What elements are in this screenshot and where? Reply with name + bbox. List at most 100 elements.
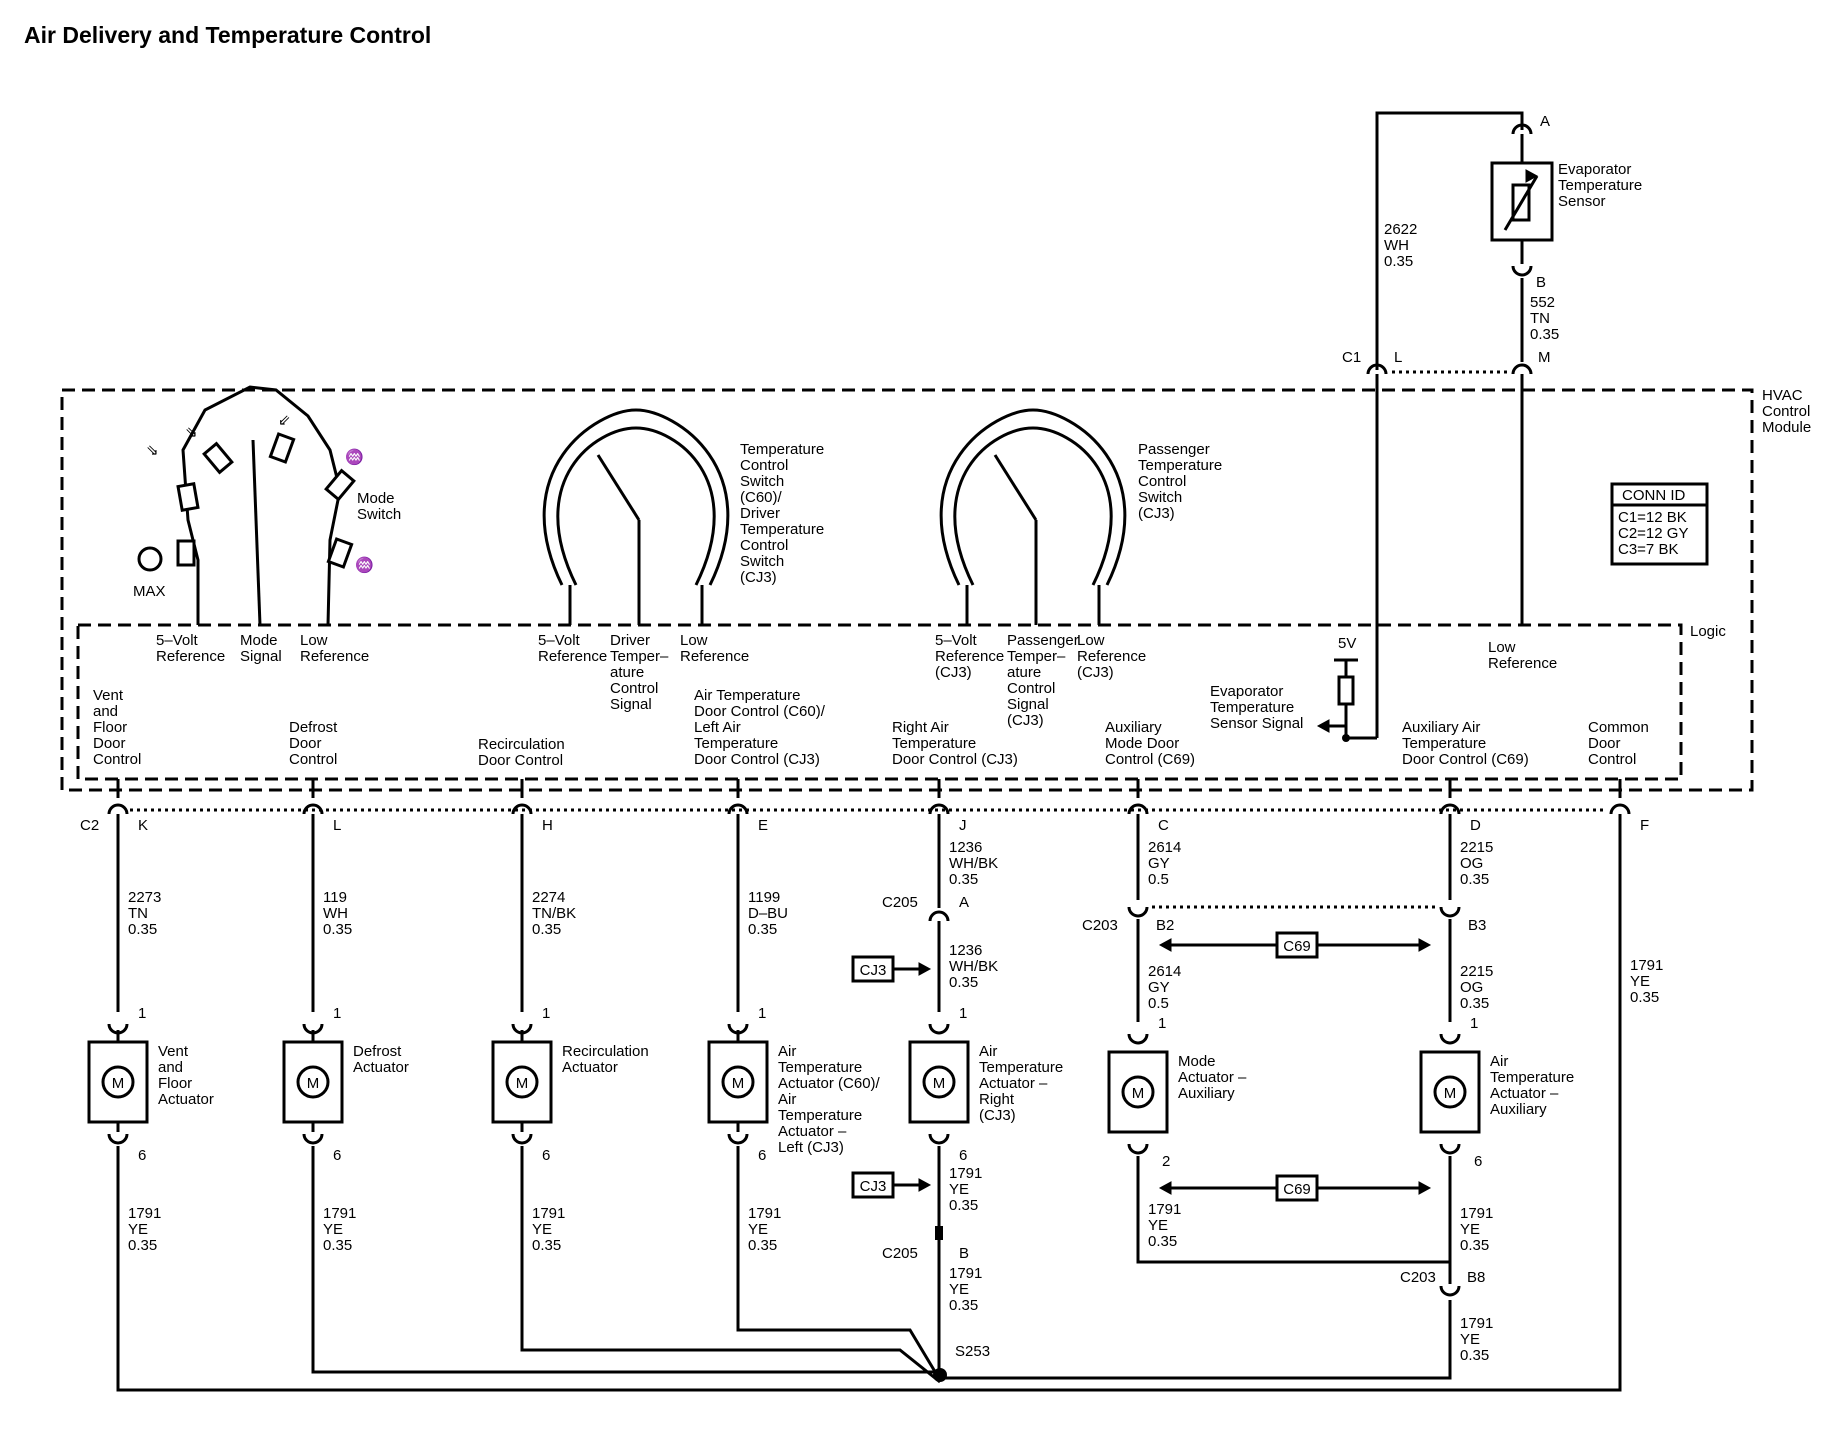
c69-tag-bot-box: [1275, 1174, 1319, 1202]
output-7-act-pin-bot-label: 6: [1474, 1153, 1482, 1170]
output-6-c203-pin-top: [1127, 906, 1149, 918]
output-1-actuator-symbol: [101, 1065, 135, 1099]
output-6-actuator-symbol: [1121, 1075, 1155, 1109]
output-4-act-pin-bot-label: 6: [758, 1147, 766, 1164]
c69-tag-top-box: [1275, 931, 1319, 959]
bi-level-icon: ⇘: [185, 424, 198, 441]
output-6-actuator-body: [1107, 1050, 1169, 1134]
aux-return-to-splice: [940, 1300, 1452, 1380]
c1-pin-l-label: L: [1394, 349, 1402, 366]
vent-icon: ⇘: [146, 442, 159, 459]
splice-s253: [933, 1368, 947, 1382]
thermistor-arrow-head: [1525, 169, 1539, 183]
output-3-act-pin-top-label: 1: [542, 1005, 550, 1022]
output-8-pin-label: F: [1640, 817, 1649, 834]
mode-switch-arc: [181, 385, 342, 626]
driver-temp-switch-dial: [542, 408, 730, 586]
output-3-actuator-body: [491, 1040, 553, 1124]
c203-bot-pin-label: B8: [1467, 1269, 1485, 1286]
cj3-tag-bot-label: CJ3: [860, 1178, 887, 1195]
output-3-actuator-m-letter: M: [516, 1075, 529, 1092]
output-5-c205-pin-a: [928, 910, 950, 922]
c69-arrow-top-left: [1158, 938, 1172, 952]
output-5-act-pin-top-label: 1: [959, 1005, 967, 1022]
output-3-act-pin-bot-label: 6: [542, 1147, 550, 1164]
c1-label: C1: [1342, 349, 1361, 366]
conn-id-header: CONN ID: [1622, 487, 1686, 504]
output-5-act-pin-top: [928, 1023, 950, 1035]
output-3-c2-pin: [511, 803, 533, 815]
sensor-wire-a: [1375, 111, 1524, 370]
output-7-act-pin-bot: [1439, 1143, 1461, 1155]
c1-pin-m-label: M: [1538, 349, 1551, 366]
output-1-c2-pin: [107, 803, 129, 815]
sensor-pin-a-label: A: [1540, 113, 1550, 130]
output-4-actuator-body: [707, 1040, 769, 1124]
five-volt-label: 5V: [1338, 635, 1356, 652]
output-6-act-pin-top: [1127, 1033, 1149, 1045]
output-5-act-pin-bot-label: 6: [959, 1147, 967, 1164]
output-5-actuator-m-letter: M: [933, 1075, 946, 1092]
output-5-c205-top-pin-label: A: [959, 894, 969, 911]
driver-temp-switch-wiper: [596, 454, 641, 521]
output-6-actuator-m-letter: M: [1132, 1085, 1145, 1102]
output-1-act-pin-bot: [107, 1133, 129, 1145]
output-5-c205-bot-label: C205: [882, 1245, 918, 1262]
pullup-resistor: [1337, 675, 1355, 706]
output-5-c205-bot-pin-label: B: [959, 1245, 969, 1262]
aux-mode-return-wire: [1136, 1156, 1450, 1264]
output-6-act-pin-bot: [1127, 1143, 1149, 1155]
return-wire-3: [520, 1146, 941, 1384]
output-6-pin-label: C: [1158, 817, 1169, 834]
output-5-c205-top-label: C205: [882, 894, 918, 911]
mode-switch-position-4: [268, 432, 296, 464]
conn-id-box: [1610, 482, 1709, 566]
max-ac-icon: [137, 546, 163, 572]
cj3-tag-top-label: CJ3: [860, 962, 887, 979]
output-4-act-pin-top-label: 1: [758, 1005, 766, 1022]
output-1-act-pin-top-label: 1: [138, 1005, 146, 1022]
mode-switch-position-3: [202, 441, 234, 475]
output-6-c203-top-pin-label: B2: [1156, 917, 1174, 934]
mode-switch-position-6: [326, 537, 354, 569]
driver-temp-switch-dial-inner: [556, 426, 716, 586]
c203-bot-label: C203: [1400, 1269, 1436, 1286]
thermistor-icon: [1511, 183, 1531, 222]
thermistor-arrow: [1503, 175, 1539, 231]
return-wire-1: [116, 1146, 940, 1392]
c1-pin-l: [1366, 363, 1388, 375]
sensor-pin-b-label: B: [1536, 274, 1546, 291]
output-7-c203-top-pin-label: B3: [1468, 917, 1486, 934]
cj3-tag-bot-box: [851, 1171, 895, 1199]
output-6-act-pin-bot-label: 2: [1162, 1153, 1170, 1170]
output-4-actuator-m-letter: M: [732, 1075, 745, 1092]
